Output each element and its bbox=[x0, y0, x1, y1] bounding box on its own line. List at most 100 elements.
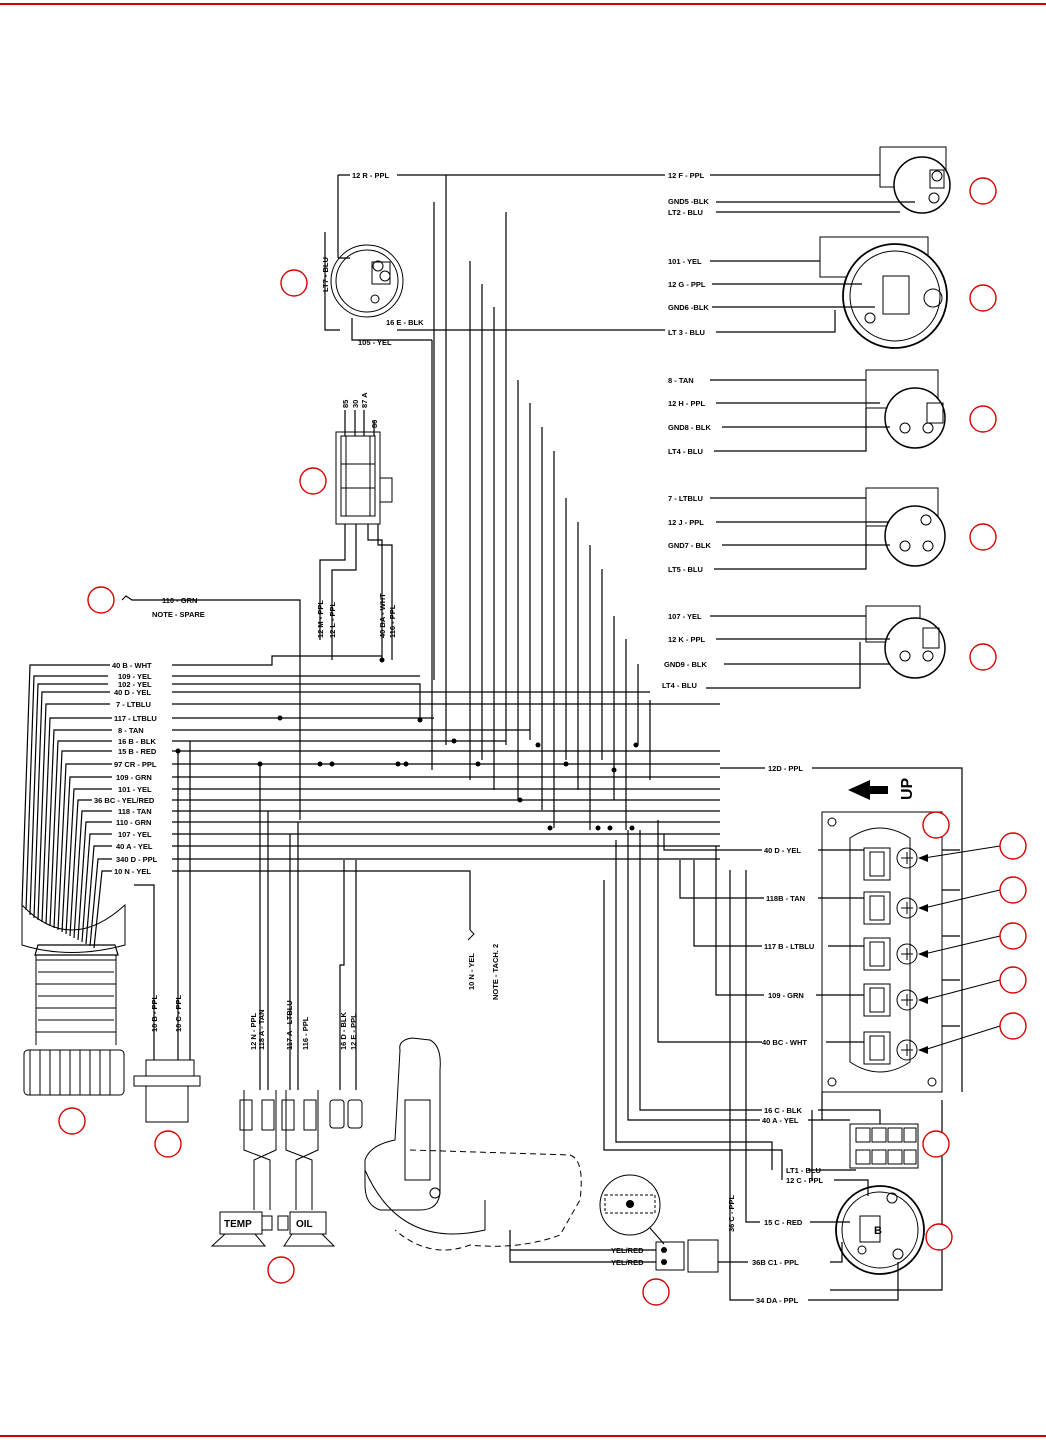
sender-wire-2: 117 A - LTBLU bbox=[285, 1000, 294, 1050]
breaker-panel bbox=[821, 811, 943, 1093]
terminal-block bbox=[849, 1123, 919, 1169]
harness-wire-2: 102 - YEL bbox=[118, 680, 152, 689]
g5-label-1: 12 K - PPL bbox=[668, 635, 706, 644]
g2-label-0: 101 - YEL bbox=[668, 257, 702, 266]
breaker-callout-lines bbox=[918, 845, 1001, 1054]
breaker-3 bbox=[863, 983, 918, 1017]
gauge-4 bbox=[865, 487, 946, 567]
g4-label-2: GND7 - BLK bbox=[668, 541, 712, 550]
label-105: 105 - YEL bbox=[358, 338, 392, 347]
panel-wires bbox=[657, 767, 963, 1092]
callout-breaker-4 bbox=[999, 1012, 1027, 1040]
lr-wire-5: 36B C1 - PPL bbox=[752, 1258, 799, 1267]
sender-fuses bbox=[239, 1090, 319, 1210]
callout-gauge-3 bbox=[969, 405, 997, 433]
harness-wire-1: 109 - YEL bbox=[118, 672, 152, 681]
breaker-label-4: 40 BC - WHT bbox=[762, 1038, 807, 1047]
harness-wire-9: 97 CR - PPL bbox=[114, 760, 157, 769]
throttle-control bbox=[364, 1037, 656, 1263]
up-label: UP bbox=[899, 777, 916, 800]
harness-wire-6: 8 - TAN bbox=[118, 726, 144, 735]
harness-wire-15: 107 - YEL bbox=[118, 830, 152, 839]
g5-label-0: 107 - YEL bbox=[668, 612, 702, 621]
gauge-2-tach bbox=[819, 236, 948, 349]
label-lt7: LT7 - BLU bbox=[321, 257, 330, 292]
lr-wire-6: 34 DA - PPL bbox=[756, 1296, 799, 1305]
harness-wire-5: 117 - LTBLU bbox=[114, 714, 157, 723]
junction-dots bbox=[175, 657, 639, 831]
trim-wire-2: YEL/RED bbox=[611, 1258, 644, 1267]
harness-wire-4: 7 - LTBLU bbox=[116, 700, 151, 709]
g1-label-2: LT2 - BLU bbox=[668, 208, 703, 217]
lower-wires bbox=[603, 830, 943, 1301]
callout-ignition bbox=[925, 1223, 953, 1251]
lr-wire-4: 15 C - RED bbox=[764, 1218, 803, 1227]
callout-relay bbox=[299, 467, 327, 495]
ignition-switch bbox=[835, 1185, 925, 1275]
bottom-red-rule bbox=[0, 1435, 1046, 1437]
harness-wire-14: 110 - GRN bbox=[116, 818, 151, 827]
callout-gauge-5 bbox=[969, 643, 997, 671]
g2-label-2: GND6 -BLK bbox=[668, 303, 709, 312]
sender-wire-1: 118 A - TAN bbox=[257, 1009, 266, 1050]
callout-breaker-0 bbox=[999, 832, 1027, 860]
harness-wire-12: 36 BC - YEL/RED bbox=[94, 796, 155, 805]
relay bbox=[335, 410, 393, 525]
relay-wire-1: 12 L - PPL bbox=[328, 601, 337, 638]
relay-wire-2: 40 BA - WHT bbox=[378, 593, 387, 638]
harness-wire-18: 10 N - YEL bbox=[114, 867, 151, 876]
gauge-3 bbox=[865, 369, 946, 449]
harness-horizontal-wires bbox=[172, 655, 720, 930]
harness-wire-0: 40 B - WHT bbox=[112, 661, 152, 670]
gauge-5 bbox=[865, 605, 946, 679]
breaker-4 bbox=[863, 1031, 918, 1065]
callout-gauge-lt7 bbox=[280, 269, 308, 297]
sender-temp bbox=[210, 1211, 273, 1247]
g3-label-2: GND8 - BLK bbox=[668, 423, 712, 432]
g1-label-0: 12 F - PPL bbox=[668, 171, 705, 180]
pair-wire-0: 16 D - BLK bbox=[339, 1011, 348, 1050]
harness-wire-11: 101 - YEL bbox=[118, 785, 152, 794]
tach-wire: 10 N - YEL bbox=[467, 953, 476, 990]
ignition-b: B bbox=[874, 1225, 882, 1237]
label-16e: 16 E - BLK bbox=[386, 318, 424, 327]
breaker-label-3: 109 - GRN bbox=[768, 991, 804, 1000]
callout-terminal-block bbox=[922, 1130, 950, 1158]
callout-plug bbox=[154, 1130, 182, 1158]
harness-wire-7: 16 B - BLK bbox=[118, 737, 157, 746]
relay-wire-3: 116 - PPL bbox=[388, 604, 397, 638]
g1-label-1: GND5 -BLK bbox=[668, 197, 709, 206]
sender-oil bbox=[277, 1211, 336, 1247]
harness-wire-16: 40 A - YEL bbox=[116, 842, 153, 851]
breaker-0 bbox=[863, 847, 918, 881]
plug-wire-1: 10 C - PPL bbox=[174, 994, 183, 1032]
sender-temp-label: TEMP bbox=[224, 1219, 252, 1230]
label-12r: 12 R - PPL bbox=[352, 171, 390, 180]
trim-inset bbox=[599, 1174, 719, 1273]
callout-breaker-3 bbox=[999, 966, 1027, 994]
harness-wire-17: 340 D - PPL bbox=[116, 855, 158, 864]
gauge-1 bbox=[879, 146, 951, 214]
trim-wire-1: YEL/RED bbox=[611, 1246, 644, 1255]
callout-breaker-2 bbox=[999, 922, 1027, 950]
lr-wire-1: 40 A - YEL bbox=[762, 1116, 799, 1125]
breaker-1 bbox=[863, 891, 918, 925]
g3-label-3: LT4 - BLU bbox=[668, 447, 703, 456]
g2-label-3: LT 3 - BLU bbox=[668, 328, 705, 337]
callout-gauge-2 bbox=[969, 284, 997, 312]
harness-wire-3: 40 D - YEL bbox=[114, 688, 151, 697]
spare-wire: 110 - GRN bbox=[162, 596, 197, 605]
callout-senders bbox=[267, 1256, 295, 1284]
pair-wire-1: 12 E - PPL bbox=[349, 1013, 358, 1050]
sender-wire-3: 116 - PPL bbox=[301, 1016, 310, 1050]
panel-w12d: 12D - PPL bbox=[768, 764, 803, 773]
breaker-label-2: 117 B - LTBLU bbox=[764, 942, 814, 951]
harness-wire-13: 118 - TAN bbox=[118, 807, 152, 816]
lr-wire-0: 16 C - BLK bbox=[764, 1106, 803, 1115]
lr-wire-2: LT1 - BLU bbox=[786, 1166, 821, 1175]
g4-label-3: LT5 - BLU bbox=[668, 565, 703, 574]
g3-label-0: 8 - TAN bbox=[668, 376, 694, 385]
relay-pin-0: 85 bbox=[341, 400, 350, 408]
callout-gauge-1 bbox=[969, 177, 997, 205]
